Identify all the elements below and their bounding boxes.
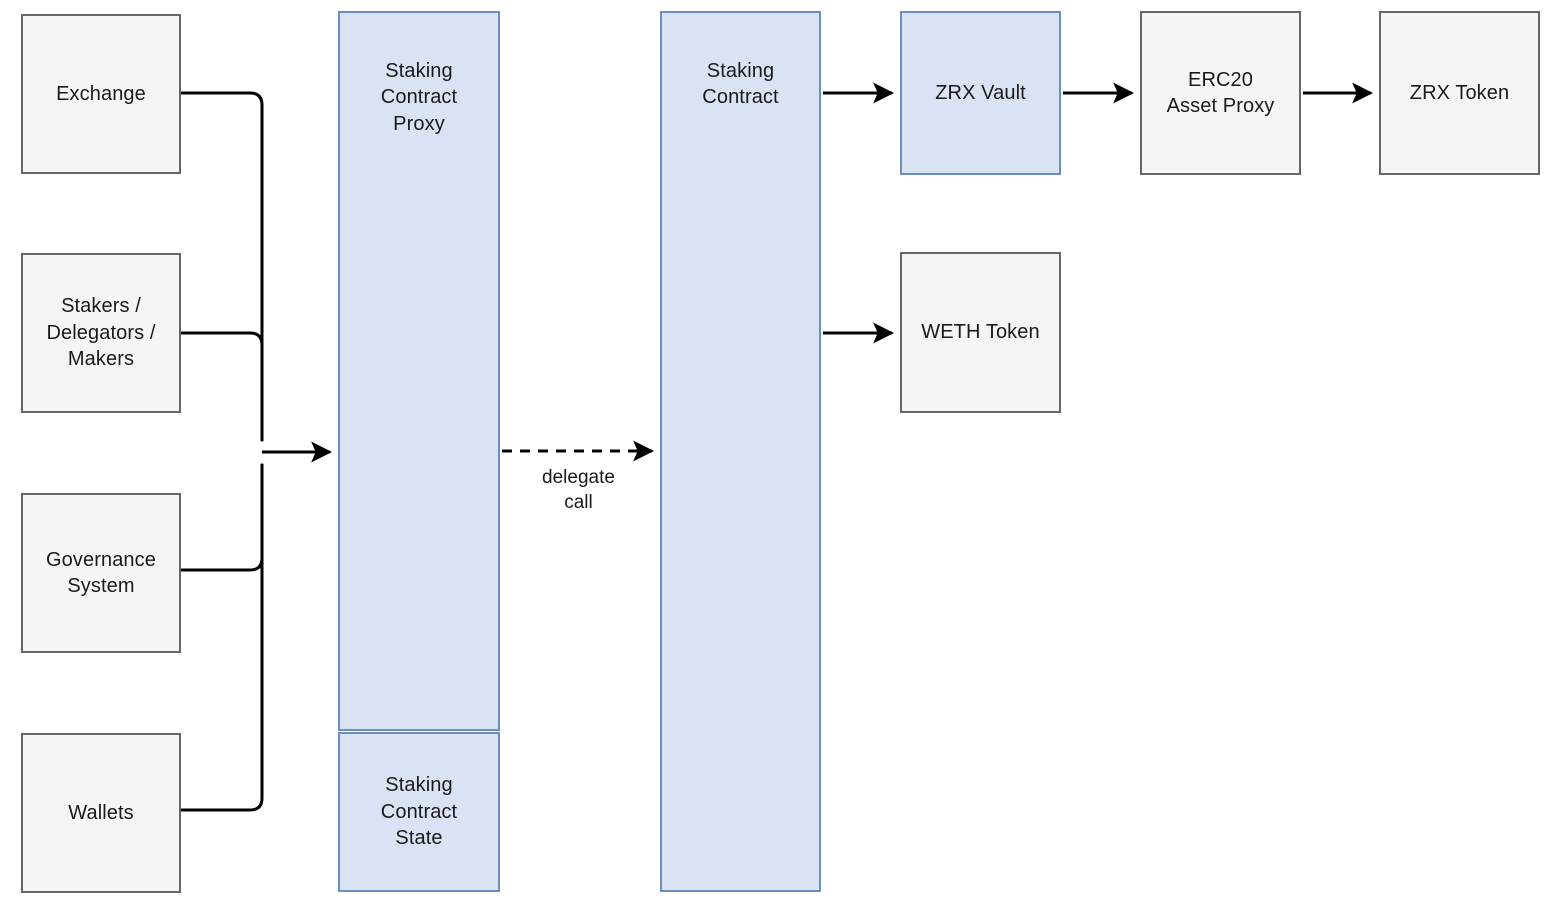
node-staking-contract-proxy-label: Staking Contract Proxy — [380, 60, 458, 135]
edge-exchange-to-proxy — [179, 91, 264, 442]
node-staking-contract-label: Staking Contract — [702, 60, 779, 109]
node-stakers-delegators-makers-label: Stakers / Delegators / Makers — [46, 295, 156, 371]
edge-governance-to-proxy — [179, 463, 264, 572]
node-staking-contract-state[interactable]: Staking Contract State — [338, 732, 500, 892]
node-zrx-token-label: ZRX Token — [1409, 81, 1510, 104]
node-wallets-label: Wallets — [68, 801, 134, 824]
node-staking-contract[interactable]: Staking Contract — [660, 11, 821, 892]
node-staking-contract-proxy[interactable]: Staking Contract Proxy — [338, 11, 500, 731]
node-governance-system[interactable]: Governance System — [21, 493, 181, 653]
edge-label-delegate-call: delegate call — [542, 467, 615, 513]
node-weth-token-label: WETH Token — [921, 321, 1040, 344]
node-wallets[interactable]: Wallets — [21, 733, 181, 893]
node-zrx-token[interactable]: ZRX Token — [1379, 11, 1540, 175]
node-exchange[interactable]: Exchange — [21, 14, 181, 174]
edge-stakers-to-proxy — [179, 331, 264, 442]
node-stakers-delegators-makers[interactable]: Stakers / Delegators / Makers — [21, 253, 181, 413]
node-weth-token[interactable]: WETH Token — [900, 252, 1061, 413]
node-exchange-label: Exchange — [56, 82, 146, 105]
node-zrx-vault[interactable]: ZRX Vault — [900, 11, 1061, 175]
node-erc20-asset-proxy[interactable]: ERC20 Asset Proxy — [1140, 11, 1301, 175]
node-erc20-asset-proxy-label: ERC20 Asset Proxy — [1166, 68, 1275, 117]
node-zrx-vault-label: ZRX Vault — [935, 81, 1026, 104]
node-staking-contract-state-label: Staking Contract State — [380, 774, 458, 850]
node-governance-system-label: Governance System — [46, 548, 156, 597]
edge-wallets-to-proxy — [179, 463, 264, 812]
